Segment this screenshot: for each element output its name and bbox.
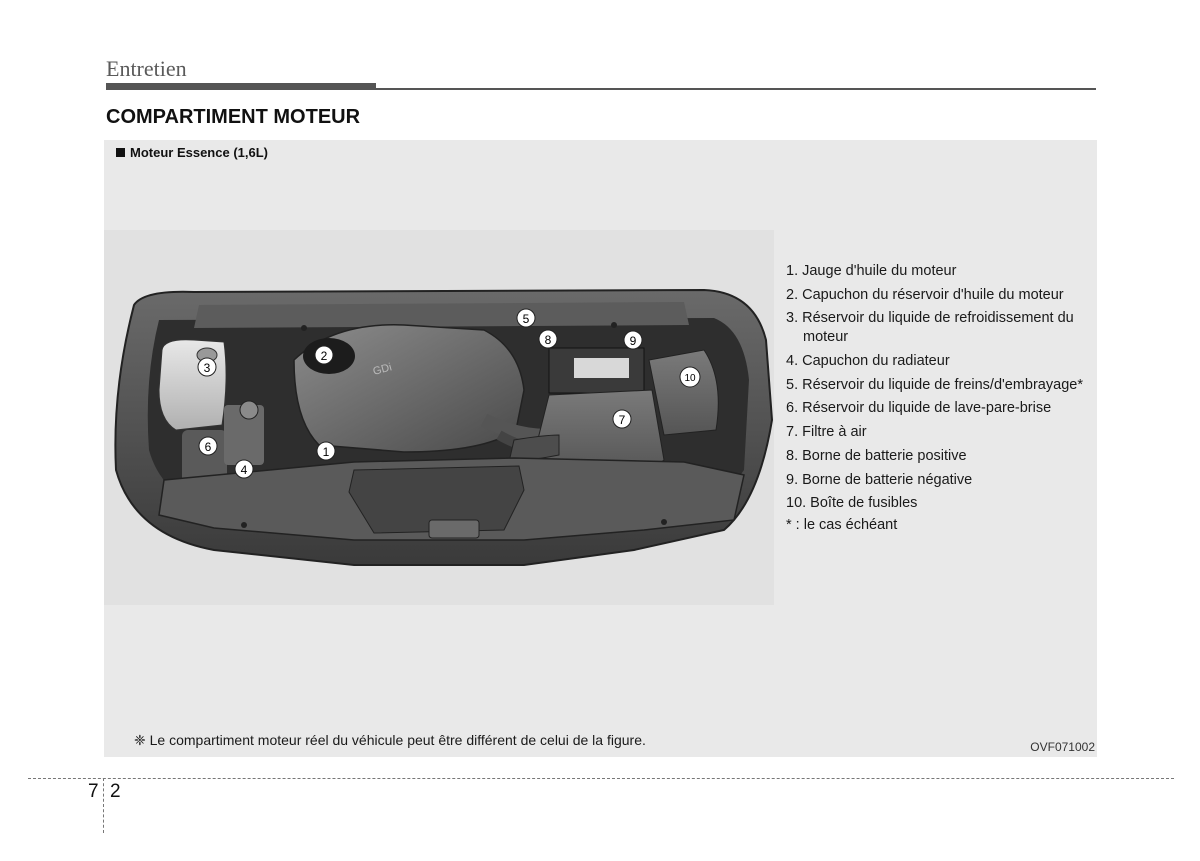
legend-list: 1. Jauge d'huile du moteur 2. Capuchon d…	[786, 262, 1086, 535]
svg-text:3: 3	[204, 361, 211, 375]
svg-text:2: 2	[321, 349, 328, 363]
legend-item-6: 6. Réservoir du liquide de lave-pare-bri…	[786, 400, 1052, 417]
footer-dashed-divider	[103, 778, 104, 833]
section-title: Entretien	[106, 56, 187, 81]
legend-item-10: 10. Boîte de fusibles	[786, 495, 918, 512]
callout-10: 10	[679, 366, 701, 388]
footer-dashed-rule	[28, 778, 1174, 779]
header-rule-thick	[106, 83, 376, 90]
callout-5: 5	[516, 308, 536, 328]
figure-reference-code: OVF071002	[1030, 740, 1095, 754]
callout-3: 3	[197, 357, 217, 377]
legend-item-8: 8. Borne de batterie positive	[786, 447, 967, 464]
engine-illustration: GDi 1 2 3 4 5 6	[114, 288, 774, 566]
figure-disclaimer: ❈ Le compartiment moteur réel du véhicul…	[134, 732, 646, 748]
engine-badge: GDi	[372, 361, 393, 377]
square-bullet-icon	[116, 148, 125, 157]
page-number: 2	[110, 781, 121, 802]
callout-6: 6	[198, 436, 218, 456]
legend-item-2: 2. Capuchon du réservoir d'huile du mote…	[786, 286, 1064, 303]
svg-text:4: 4	[241, 463, 248, 477]
svg-text:8: 8	[545, 333, 552, 347]
legend-item-3: 3. Réservoir du liquide de refroidisseme…	[786, 310, 1074, 346]
figure-panel: Moteur Essence (1,6L)	[104, 140, 1097, 757]
header-rule-thin	[376, 88, 1096, 90]
callout-4: 4	[234, 459, 254, 479]
svg-text:7: 7	[619, 413, 626, 427]
legend-item-4: 4. Capuchon du radiateur	[786, 353, 950, 370]
legend-item-1: 1. Jauge d'huile du moteur	[786, 263, 957, 279]
legend-item-7: 7. Filtre à air	[786, 424, 867, 441]
svg-text:10: 10	[684, 373, 696, 384]
legend-item-9: 9. Borne de batterie négative	[786, 471, 973, 488]
svg-text:9: 9	[630, 334, 637, 348]
engine-photo: GDi 1 2 3 4 5 6	[104, 230, 774, 605]
callout-1: 1	[316, 441, 336, 461]
callout-7: 7	[612, 409, 632, 429]
figure-caption: Moteur Essence (1,6L)	[116, 145, 268, 160]
callout-2: 2	[314, 345, 334, 365]
callout-9: 9	[623, 330, 643, 350]
svg-text:1: 1	[323, 445, 330, 459]
figure-caption-text: Moteur Essence (1,6L)	[130, 145, 268, 160]
legend-item-5: 5. Réservoir du liquide de freins/d'embr…	[786, 376, 1083, 393]
svg-text:6: 6	[205, 440, 212, 454]
page-heading: COMPARTIMENT MOTEUR	[106, 106, 361, 128]
page-chapter-number: 7	[88, 781, 99, 802]
svg-text:5: 5	[523, 312, 530, 326]
legend-footnote: * : le cas échéant	[786, 516, 898, 533]
callout-8: 8	[538, 329, 558, 349]
